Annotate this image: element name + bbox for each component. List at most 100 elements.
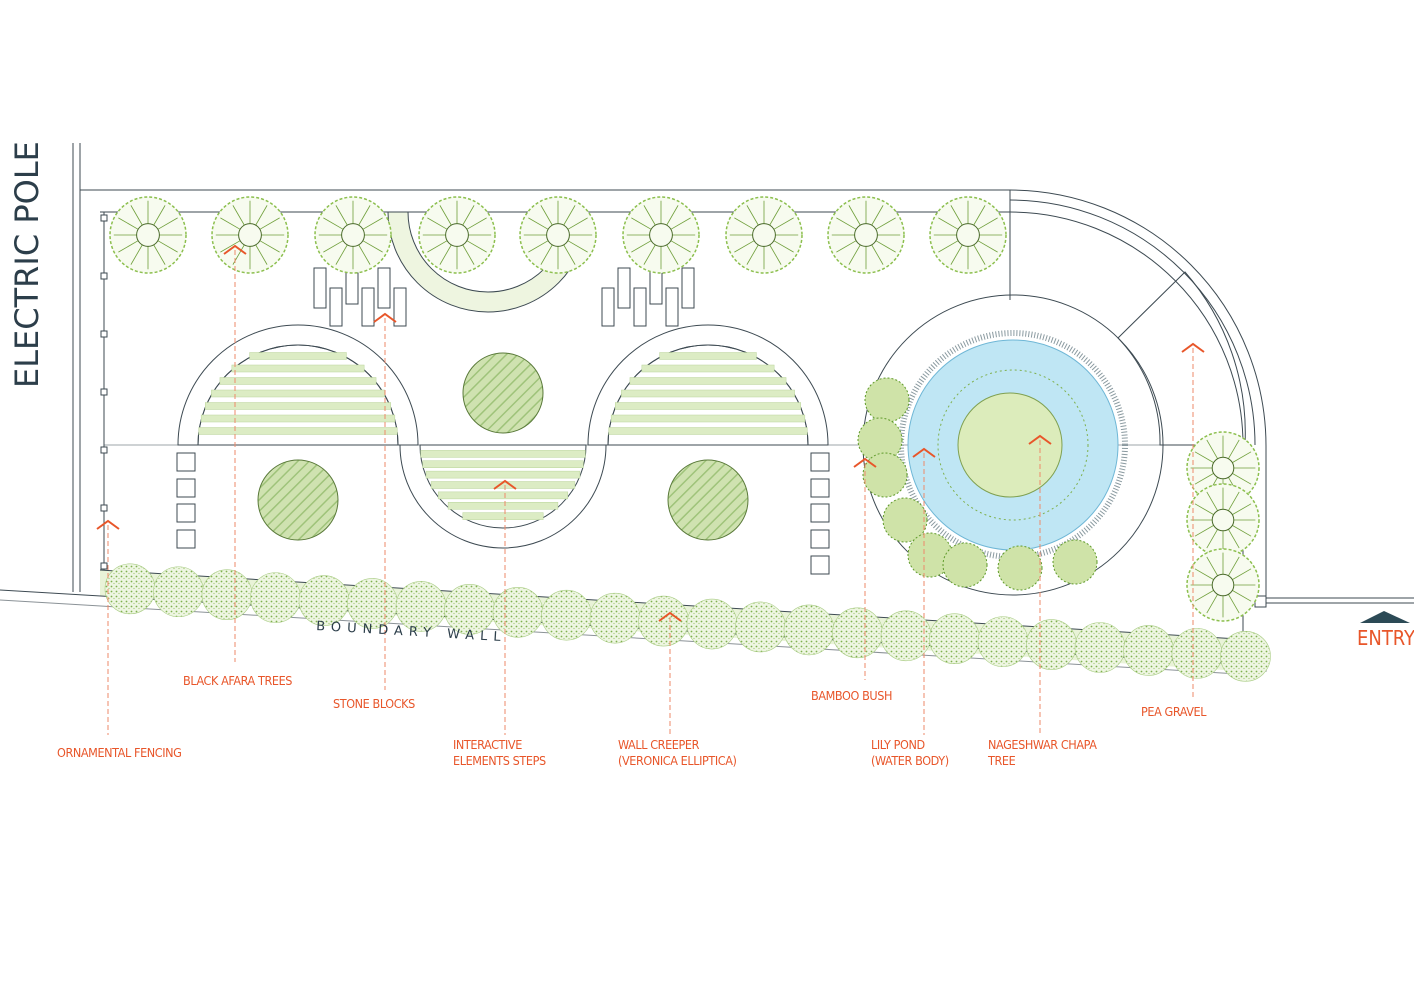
hedge-shrub [638,595,689,647]
tree-branch [1194,525,1214,537]
label-text: LILY POND [871,737,925,752]
tree-branch [255,205,268,226]
tree-trunk [238,223,262,247]
bamboo-bush [857,417,903,463]
tree-branch [1194,473,1214,485]
stone-block [810,529,830,549]
tree-branch [1206,491,1218,511]
step-stripe [219,377,377,385]
tree-branch [153,244,166,265]
black-afara-tree [725,196,803,274]
bamboo-bush [942,542,988,588]
tree-branch [773,217,794,230]
stone-block [329,287,343,327]
callout-pea-gravel: PEA GRAVEL [1141,704,1208,719]
tree-branch [540,205,553,226]
label-text: STONE BLOCKS [333,696,415,711]
fence-post [100,214,108,222]
pea-gravel-area [1117,271,1246,446]
stone-block [377,267,391,309]
black-afara-tree [314,196,392,274]
tree-branch [746,244,759,265]
hedge-shrub [977,616,1029,667]
section-marker-icon [223,244,247,255]
tree-branch [871,205,884,226]
tree-branch [1206,556,1218,576]
step-stripe [211,389,385,398]
tree-branch [631,217,652,230]
tree-branch [439,244,452,265]
label-text: INTERACTIVE [453,737,522,752]
fence-post [100,562,108,570]
round-planters [257,352,749,541]
black-afara-tree [211,196,289,274]
fence-post [100,388,108,396]
tree-branch [875,217,896,230]
hedge-shrub [1123,625,1174,676]
section-marker-icon [658,611,682,622]
tree-branch [259,217,280,230]
tree-branch [323,217,344,230]
tree-branch [1194,503,1214,515]
tree-branch [848,244,861,265]
hedge-shrub [298,575,350,626]
tree-branch [462,205,475,226]
hedge-shrub [735,601,786,653]
tree-branch [769,244,782,265]
tree-branch [358,205,371,226]
black-afara-tree [418,196,496,274]
stone-block [361,287,375,327]
fence-post [100,330,108,338]
tree-branch [427,217,448,230]
nageshwar-chapa-tree [1186,548,1260,622]
label-leaders [96,244,1205,735]
stone-block [176,503,196,523]
entry-arrow-icon [1360,611,1410,623]
tree-branch [427,240,448,253]
step-stripe [629,377,787,385]
tree-branch [220,217,241,230]
left-arch [177,324,419,446]
stone-block [810,503,830,523]
black-afara-tree [109,196,187,274]
tree-branch [528,217,549,230]
bamboo-bush [997,545,1043,591]
fence-post [100,272,108,280]
tree-branch [259,240,280,253]
label-text: BLACK AFARA TREES [183,673,292,688]
step-stripe [198,427,398,435]
tree-branch [977,240,998,253]
tree-branch [1232,473,1252,485]
tree-branch [950,205,963,226]
tree-branch [1206,439,1218,459]
stone-block [617,267,631,309]
step-stripe [608,427,808,435]
fence-post [100,504,108,512]
tree-branch [773,240,794,253]
callout-black-afara-trees: BLACK AFARA TREES [183,673,293,688]
hedge-shrub [783,604,835,656]
tree-branch [938,217,959,230]
tree-branch [1194,568,1214,580]
label-text: PEA GRAVEL [1141,704,1207,719]
step-stripe [249,352,347,360]
label-text: BAMBOO BUSH [811,688,892,703]
tree-branch [232,205,245,226]
stone-block [665,287,679,327]
tree-branch [335,244,348,265]
section-marker-icon [96,519,120,530]
tree-trunk [649,223,673,247]
electric-pole-label: ELECTRIC POLE [8,141,46,388]
hedge-shrub [1026,619,1077,670]
tree-branch [220,240,241,253]
tree-branch [362,240,383,253]
tree-branch [1194,590,1214,602]
tree-branch [1232,451,1252,463]
tree-branch [466,217,487,230]
step-stripe [621,389,795,398]
bamboo-bush [882,497,928,543]
tree-branch [118,240,139,253]
interactive-steps-bowl [399,444,607,549]
tree-branch [643,244,656,265]
